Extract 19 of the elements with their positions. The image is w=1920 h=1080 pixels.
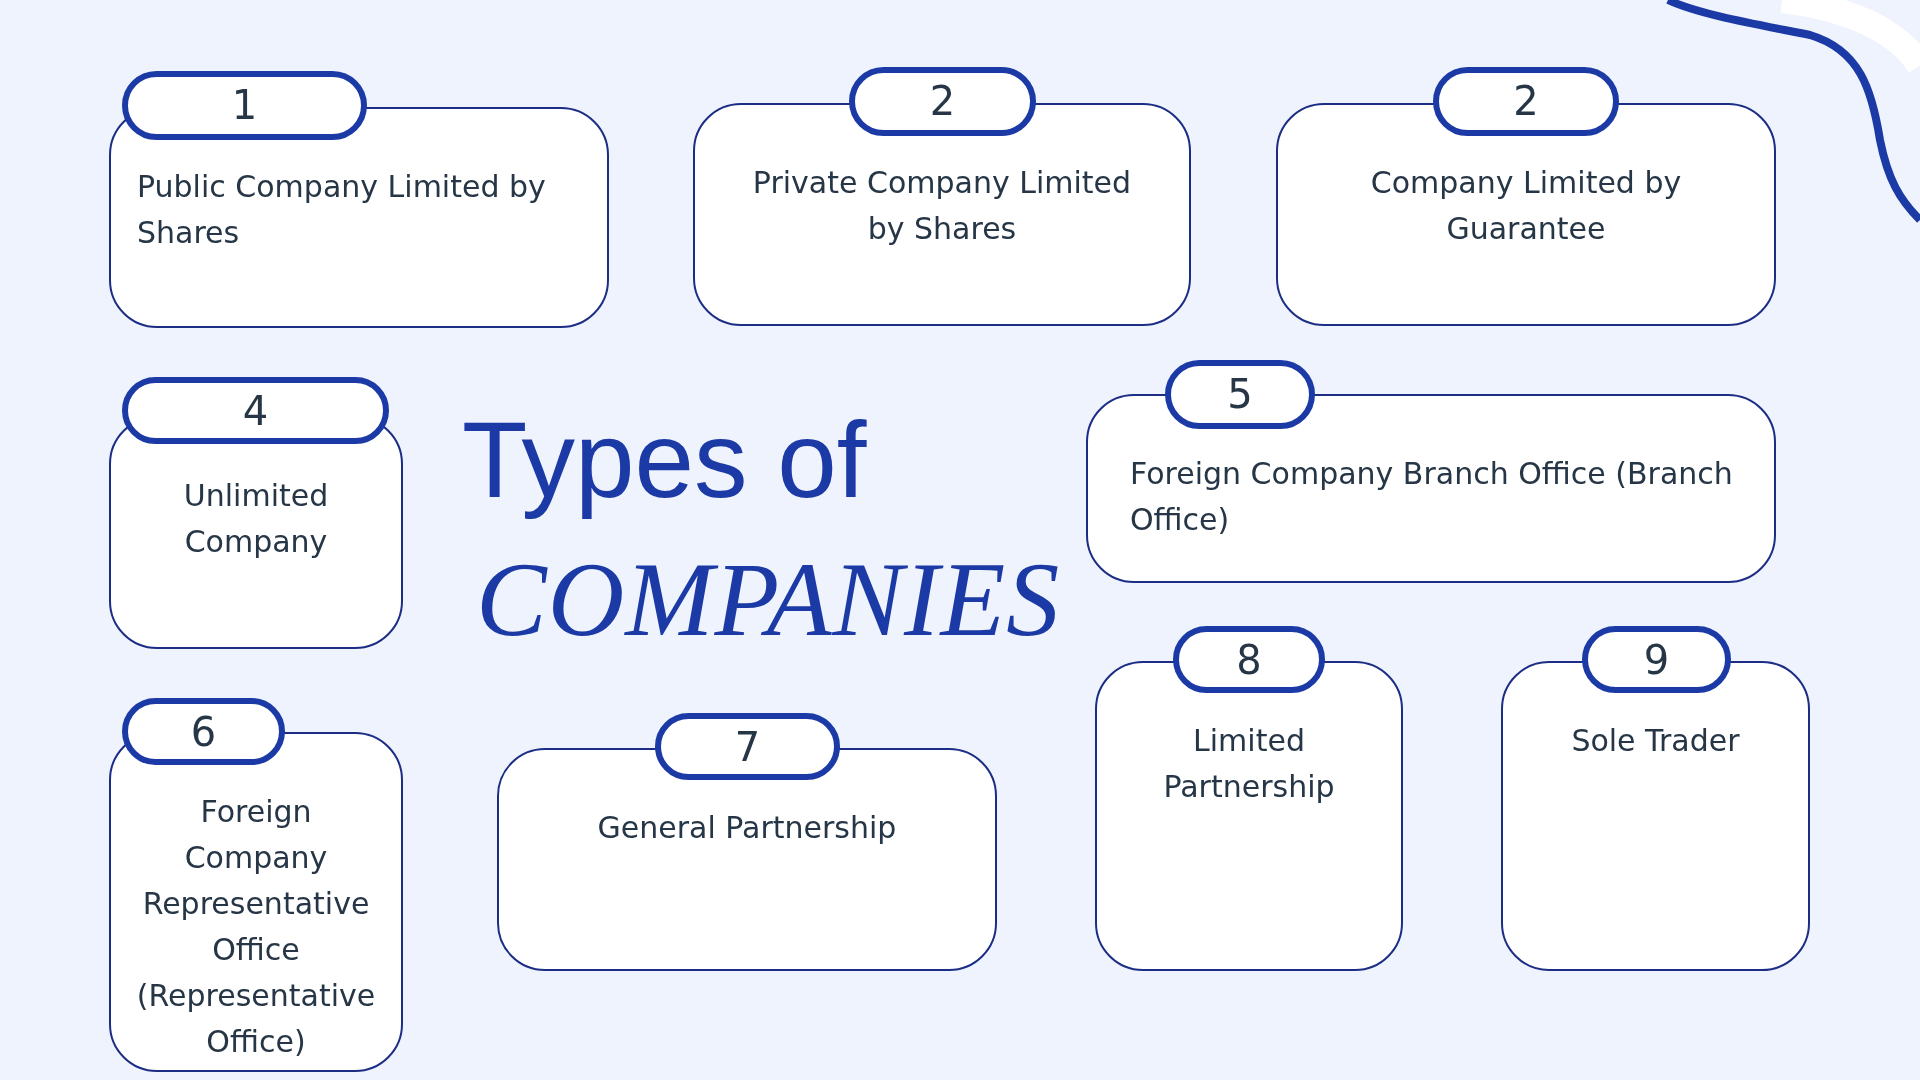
number-tab: 8 [1173, 626, 1325, 693]
title: Types of COMPANIES [462, 399, 1062, 660]
card-text: General Partnership [596, 809, 898, 847]
card-text: Company Limited by Guarantee [1369, 164, 1683, 248]
number-tab: 2 [1433, 67, 1619, 136]
number-tab: 1 [122, 71, 367, 140]
card-text: Sole Trader [1570, 722, 1741, 760]
card-text: Foreign Company Branch Office (Branch Office) [1130, 455, 1734, 539]
number-tab: 4 [122, 377, 389, 444]
card-text: Public Company Limited by Shares [137, 168, 547, 252]
number-tab: 6 [122, 698, 285, 765]
number-tab: 9 [1582, 626, 1731, 693]
number-tab: 2 [849, 67, 1036, 136]
card-text: Foreign Company Representative Office (Representative Office) [135, 793, 377, 1061]
number-tab: 5 [1165, 360, 1315, 429]
card-text: Limited Partnership [1162, 722, 1336, 806]
card-text: Unlimited Company [182, 477, 330, 561]
card-text: Private Company Limited by Shares [751, 164, 1133, 248]
number-tab: 7 [655, 713, 840, 780]
